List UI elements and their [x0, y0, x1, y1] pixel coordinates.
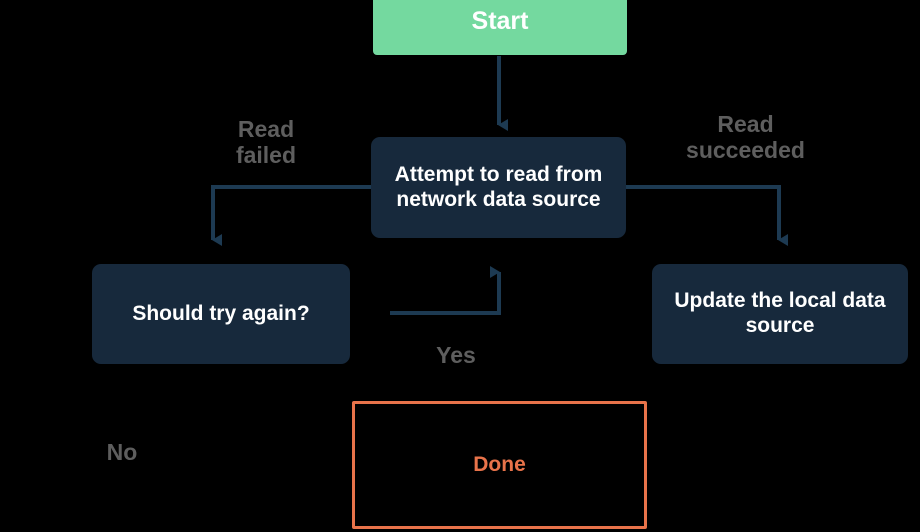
edge-should-try-again-yes-to-attempt — [390, 266, 501, 315]
edge-attempt-to-update-local — [626, 185, 788, 246]
node-update-local-data-source[interactable]: Update the local data source — [652, 264, 908, 364]
node-should-try-again[interactable]: Should try again? — [92, 264, 350, 364]
node-attempt-read[interactable]: Attempt to read from network data source — [371, 137, 626, 238]
edge-label-no: No — [106, 439, 138, 465]
edge-label-yes: Yes — [436, 342, 476, 368]
node-done[interactable]: Done — [352, 401, 647, 529]
node-start-label: Start — [471, 6, 529, 35]
node-attempt-read-label: Attempt to read from network data source — [394, 162, 603, 211]
edge-attempt-to-should-try-again — [211, 185, 371, 246]
node-done-label: Done — [473, 452, 526, 476]
node-should-try-again-label: Should try again? — [132, 301, 310, 325]
node-update-local-data-source-label: Update the local data source — [674, 289, 886, 337]
node-start[interactable]: Start — [373, 0, 627, 55]
edge-label-read-succeeded: Read succeeded — [686, 111, 805, 163]
edge-label-read-failed: Read failed — [235, 116, 297, 168]
